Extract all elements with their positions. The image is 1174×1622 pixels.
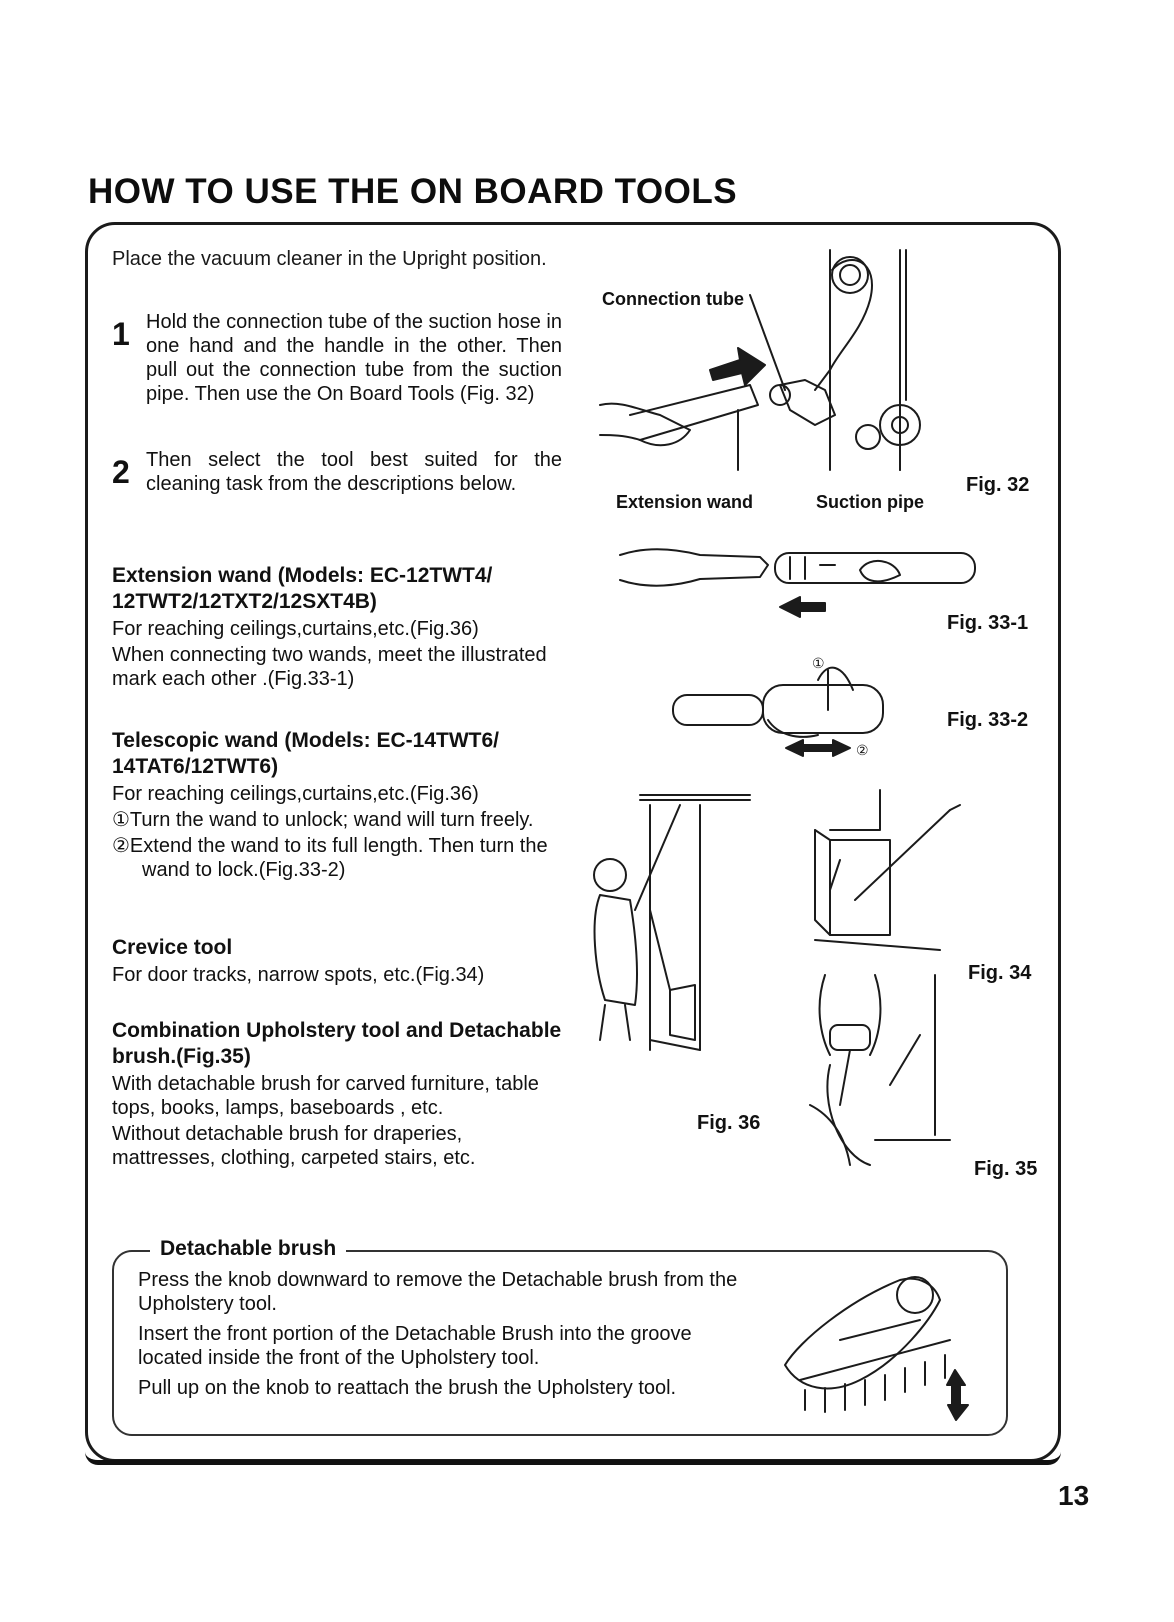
- callout-extension-wand: Extension wand: [616, 492, 754, 512]
- fig36-label: Fig. 36: [697, 1112, 761, 1134]
- fig35-label: Fig. 35: [974, 1158, 1038, 1180]
- fig32-illustration: [599, 249, 921, 471]
- fig36-illustration: [593, 794, 751, 1051]
- section-telescopic-wand: Telescopic wand (Models: EC-14TWT6/ 14TA…: [112, 728, 562, 882]
- section-item-1: ①Turn the wand to unlock; wand will turn…: [112, 809, 534, 831]
- detachable-brush-box: [112, 1250, 1008, 1436]
- page-number: 13: [1058, 1480, 1090, 1511]
- section-heading: Combination Upholstery tool and Detachab…: [112, 1019, 562, 1068]
- step-text: Hold the connection tube of the suction …: [146, 311, 562, 405]
- section-crevice-tool: Crevice tool For door tracks, narrow spo…: [112, 935, 562, 987]
- fig33-1-label: Fig. 33-1: [947, 612, 1029, 634]
- fig34-illustration: [814, 789, 961, 951]
- fig32-label: Fig. 32: [966, 474, 1030, 496]
- section-heading: Crevice tool: [112, 936, 233, 959]
- fig34-label: Fig. 34: [968, 962, 1032, 984]
- detachable-brush-title: Detachable brush: [150, 1236, 347, 1262]
- step-number: 2: [112, 454, 130, 490]
- section-heading: Telescopic wand (Models: EC-14TWT6/ 14TA…: [112, 729, 500, 778]
- fig33-2-illustration: ① ②: [672, 655, 884, 758]
- section-combination-tool: Combination Upholstery tool and Detachab…: [112, 1018, 562, 1170]
- step-number: 1: [112, 316, 130, 352]
- section-heading: Extension wand (Models: EC-12TWT4/ 12TWT…: [112, 564, 493, 613]
- section-line: For reaching ceilings,curtains,etc.(Fig.…: [112, 618, 479, 640]
- callout-connection-tube: Connection tube: [602, 289, 744, 309]
- section-line: For reaching ceilings,curtains,etc.(Fig.…: [112, 783, 479, 805]
- brush-line: Press the knob downward to remove the De…: [138, 1269, 738, 1315]
- detachable-brush-text: Press the knob downward to remove the De…: [138, 1268, 738, 1406]
- content-frame: [85, 222, 1061, 1465]
- step-1: 1 Hold the connection tube of the suctio…: [112, 310, 562, 406]
- fig35-illustration: [809, 974, 951, 1166]
- page-title: HOW TO USE THE ON BOARD TOOLS: [88, 172, 738, 211]
- section-line: When connecting two wands, meet the illu…: [112, 644, 547, 690]
- detachable-brush-illustration: [784, 1276, 969, 1421]
- fig33-2-label: Fig. 33-2: [947, 709, 1029, 731]
- brush-line: Pull up on the knob to reattach the brus…: [138, 1377, 677, 1399]
- brush-line: Insert the front portion of the Detachab…: [138, 1323, 692, 1369]
- section-line: With detachable brush for carved furnitu…: [112, 1073, 539, 1119]
- callout-suction-pipe: Suction pipe: [816, 492, 924, 512]
- step-text: Then select the tool best suited for the…: [146, 449, 562, 495]
- step-2: 2 Then select the tool best suited for t…: [112, 448, 562, 496]
- section-line: Without detachable brush for draperies, …: [112, 1123, 476, 1169]
- marker-2: ②: [856, 742, 869, 758]
- marker-1: ①: [812, 655, 825, 671]
- section-extension-wand: Extension wand (Models: EC-12TWT4/ 12TWT…: [112, 563, 562, 691]
- section-item-2: ②Extend the wand to its full length. The…: [112, 835, 548, 881]
- fig33-1-illustration: [619, 548, 976, 618]
- section-line: For door tracks, narrow spots, etc.(Fig.…: [112, 964, 485, 986]
- intro-text: Place the vacuum cleaner in the Upright …: [112, 248, 547, 270]
